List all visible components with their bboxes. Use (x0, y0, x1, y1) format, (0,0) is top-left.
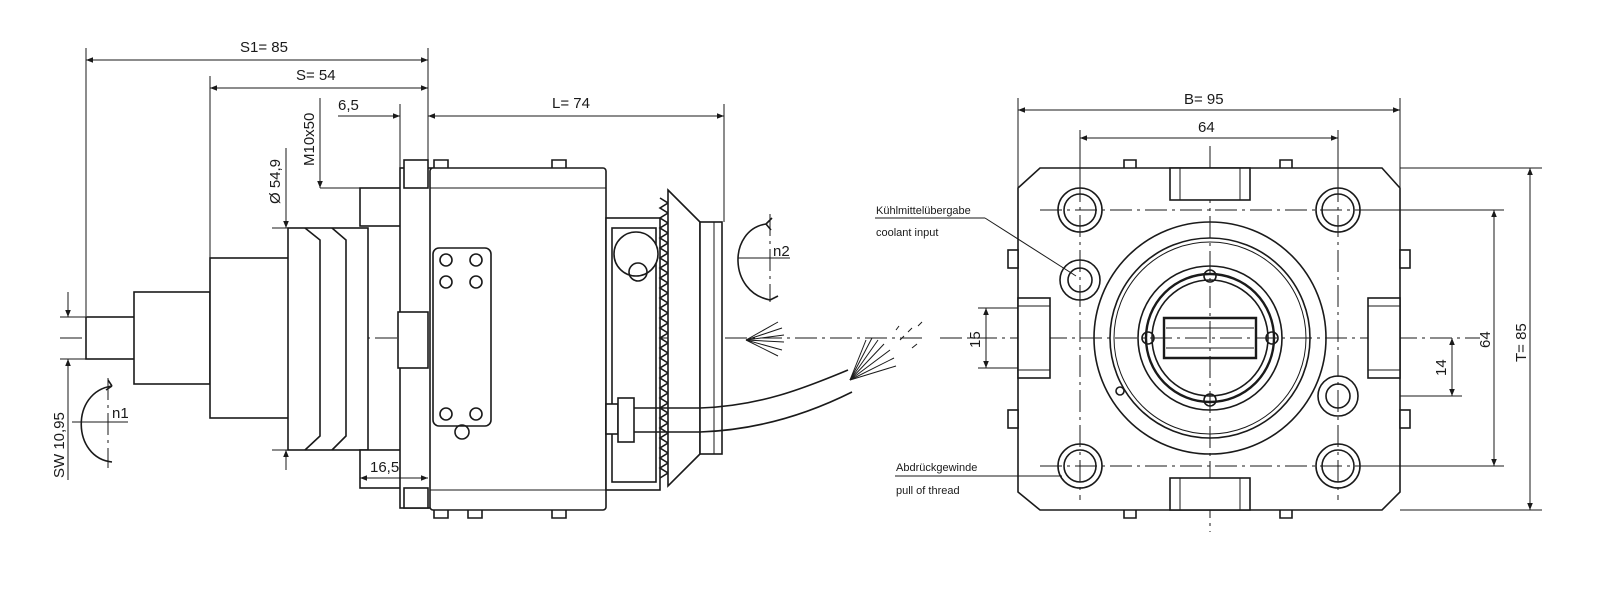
dim-m10x50: M10x50 (301, 113, 318, 166)
tool-face (699, 221, 723, 455)
rotation-n2 (737, 214, 790, 302)
ring-inner (1144, 272, 1276, 404)
pipe-fitting (617, 397, 635, 443)
pipe-bottom (634, 391, 853, 433)
key-bottom (1169, 477, 1251, 511)
dim-t: T= 85 (1513, 323, 1530, 362)
dim-15: 15 (967, 331, 984, 348)
annotation-coolant-en: coolant input (876, 227, 938, 239)
drive-key (397, 311, 429, 369)
rotation-n1 (72, 378, 128, 468)
label-n1: n1 (112, 405, 129, 422)
ring-outer (1093, 221, 1327, 455)
dim-s1: S1= 85 (240, 39, 288, 56)
key-right (1367, 297, 1401, 379)
drive-slot (1162, 316, 1258, 360)
flange-ring-1 (304, 227, 321, 451)
front-plate (1017, 167, 1401, 511)
pipe-top (634, 369, 849, 409)
dim-6-5: 6,5 (338, 97, 359, 114)
key-left (1017, 297, 1051, 379)
flange-body (287, 227, 369, 451)
dim-b: B= 95 (1184, 91, 1224, 108)
dim-s: S= 54 (296, 67, 336, 84)
dim-diameter: Ø 54,9 (267, 159, 284, 204)
plate-tab-top (403, 159, 429, 189)
shaft-hub (209, 257, 291, 419)
dim-14: 14 (1433, 359, 1450, 376)
label-n2: n2 (773, 243, 790, 260)
annotation-pull-de: Abdrückgewinde (896, 462, 977, 474)
annotation-pull-en: pull of thread (896, 485, 960, 497)
side-view: n2 n1 S1= 85 S= 54 6,5 L= 74 M1 (51, 39, 925, 519)
key-top (1169, 167, 1251, 201)
dim-sw: SW 10,95 (51, 412, 68, 478)
shaft-step (133, 291, 211, 385)
gear-cone (667, 188, 701, 488)
plate-tab-bottom (403, 487, 429, 509)
right-hole (1317, 375, 1359, 417)
corner-hole-bl (1057, 443, 1103, 489)
coolant-spray (745, 321, 923, 381)
dim-t-inner: 64 (1477, 331, 1494, 348)
side-plate (432, 247, 492, 427)
annotation-coolant-de: Kühlmittelübergabe (876, 205, 971, 217)
dim-16-5: 16,5 (370, 459, 399, 476)
coolant-hole (1059, 259, 1101, 301)
dim-l: L= 74 (552, 95, 590, 112)
dim-b-inner: 64 (1198, 119, 1215, 136)
shaft-tip (85, 316, 137, 360)
front-view: Kühlmittelübergabe coolant input Abdrück… (875, 91, 1542, 532)
coolant-nipple (613, 231, 659, 277)
flange-ring-2 (331, 227, 347, 451)
